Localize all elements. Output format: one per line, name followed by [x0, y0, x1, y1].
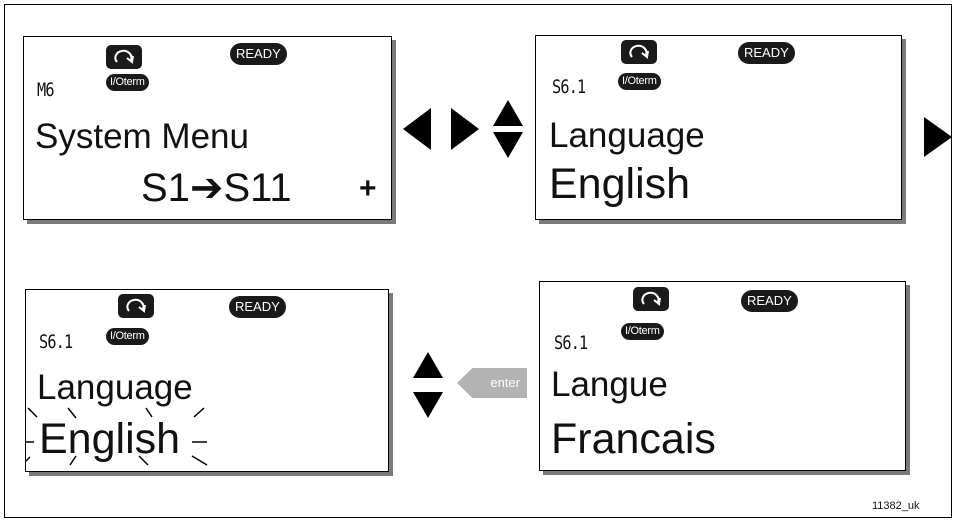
keypad-display-language-edit: READY I/Oterm S6.1 Language English: [25, 289, 389, 472]
left-arrow-icon[interactable]: [403, 108, 431, 150]
right-arrow-icon[interactable]: [451, 108, 479, 150]
param-name: Language: [549, 116, 705, 155]
down-arrow-icon[interactable]: [413, 392, 443, 418]
param-name: Langue: [551, 365, 668, 404]
figure-id: 11382_uk: [872, 500, 920, 512]
blink-rays-icon: [26, 407, 208, 466]
keypad-display-system-menu: READY I/Oterm M6 System Menu S1➔S11 +: [23, 36, 392, 220]
ioterm-badge: I/Oterm: [106, 74, 149, 91]
param-value: English: [549, 160, 691, 208]
ready-badge: READY: [741, 290, 798, 312]
ioterm-badge: I/Oterm: [618, 73, 661, 90]
ready-badge: READY: [229, 296, 286, 318]
menu-title: System Menu: [35, 117, 249, 156]
param-value: Francais: [551, 415, 716, 463]
ioterm-badge: I/Oterm: [621, 323, 664, 340]
enter-button[interactable]: enter: [457, 368, 527, 398]
right-arrow-icon[interactable]: [924, 117, 952, 157]
param-code: S6.1: [552, 76, 586, 98]
rotation-icon: [118, 294, 154, 318]
ready-badge: READY: [738, 42, 795, 64]
param-value-blinking: English: [39, 415, 181, 463]
param-code: S6.1: [39, 331, 73, 353]
down-arrow-icon[interactable]: [493, 132, 523, 158]
param-code: S6.1: [554, 332, 588, 354]
rotation-icon: [621, 40, 657, 64]
rotation-icon: [633, 287, 669, 311]
keypad-display-langue: READY I/Oterm S6.1 Langue Francais: [539, 281, 906, 471]
plus-marker: +: [359, 172, 377, 205]
keypad-display-language: READY I/Oterm S6.1 Language English: [535, 35, 902, 220]
up-arrow-icon[interactable]: [493, 100, 523, 126]
menu-code: M6: [37, 79, 55, 101]
up-arrow-icon[interactable]: [413, 352, 443, 378]
rotation-icon: [106, 45, 142, 69]
param-name: Language: [37, 368, 193, 407]
menu-range: S1➔S11: [141, 166, 292, 210]
ioterm-badge: I/Oterm: [106, 328, 149, 345]
ready-badge: READY: [230, 43, 287, 65]
